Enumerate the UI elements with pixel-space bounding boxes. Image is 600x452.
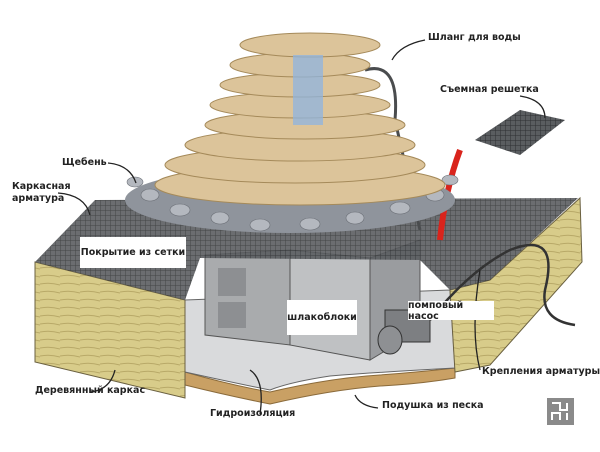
label-gravel: Щебень: [62, 157, 107, 168]
label-pump: помповый насос: [408, 300, 494, 322]
label-frame-rebar-1: Каркасная: [12, 181, 71, 192]
stacked-stones: [154, 32, 446, 206]
sand-cushion: [184, 367, 456, 405]
waterfall: [293, 55, 323, 125]
removable-grate: [475, 110, 565, 155]
pump-cable: [429, 243, 576, 327]
wooden-frame-left: [34, 261, 186, 399]
label-hose: Шланг для воды: [428, 32, 521, 43]
label-cinder-blocks: шлакоблоки: [287, 300, 357, 335]
label-frame-rebar-2: арматура: [12, 193, 65, 204]
label-mesh-cover: Покрытие из сетки: [80, 237, 186, 268]
pump: [377, 309, 431, 355]
water-hose: [364, 67, 422, 231]
label-wooden-frame: Деревянный каркас: [35, 385, 146, 396]
watermark-logo-icon: [547, 398, 574, 425]
label-waterproofing: Гидроизоляция: [210, 408, 296, 419]
pointer-lines: [57, 39, 546, 415]
label-rebar-mounts: Крепления арматуры: [482, 366, 600, 377]
label-sand-cushion: Подушка из песка: [382, 400, 484, 411]
label-grate: Съемная решетка: [440, 84, 539, 95]
